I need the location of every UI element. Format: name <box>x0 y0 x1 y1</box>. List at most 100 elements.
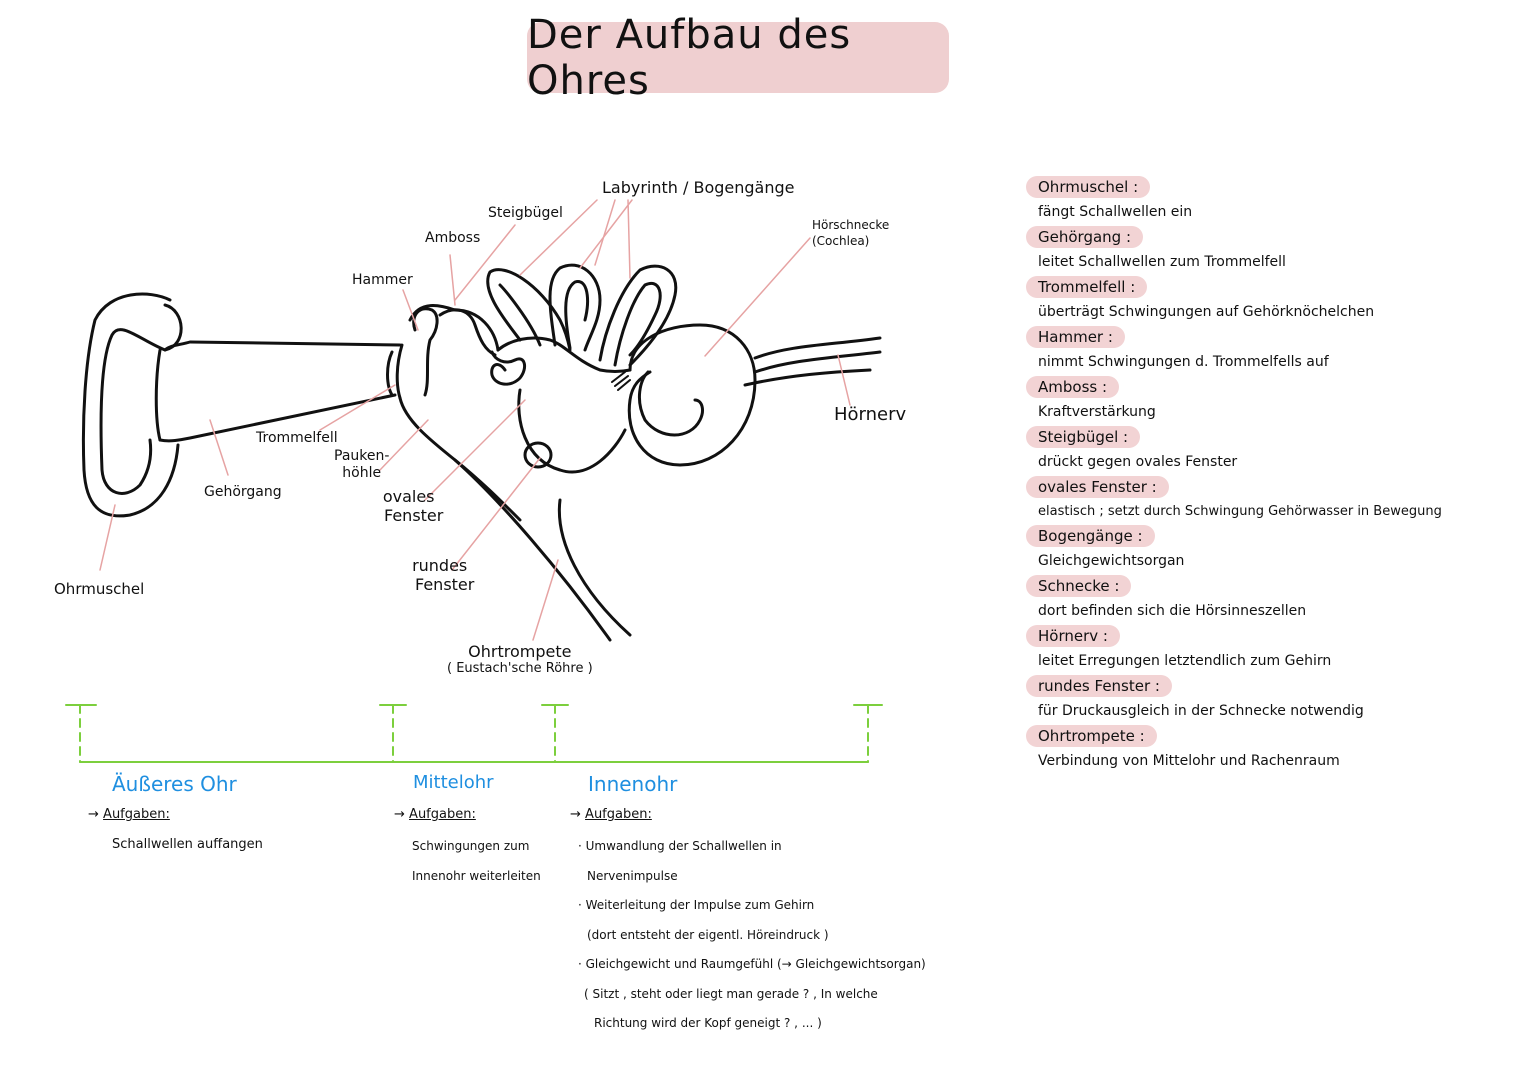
inner-line: · Gleichgewicht und Raumgefühl (→ Gleich… <box>578 957 926 971</box>
glossary-item: rundes Fenster : für Druckausgleich in d… <box>1026 675 1506 719</box>
label-ovales-line2: Fenster <box>384 506 444 526</box>
section-middle-title: Mittelohr <box>413 772 494 793</box>
section-outer-title: Äußeres Ohr <box>112 772 237 796</box>
stirrup-bone <box>490 350 527 386</box>
label-amboss: Amboss <box>425 230 481 246</box>
glossary-term: Amboss : <box>1026 376 1120 398</box>
pinna-inner <box>99 303 183 495</box>
section-inner-title: Innenohr <box>588 772 678 796</box>
label-rundes-line2: Fenster <box>415 575 475 595</box>
inner-line: Richtung wird der Kopf geneigt ? , ... ) <box>594 1016 822 1030</box>
glossary-item: Amboss : Kraftverstärkung <box>1026 376 1506 420</box>
leader-lines <box>99 199 851 641</box>
tasks-label: Aufgaben: <box>585 807 652 822</box>
glossary-item: Steigbügel : drückt gegen ovales Fenster <box>1026 426 1506 470</box>
round-window <box>523 441 553 469</box>
outer-line: Schallwellen auffangen <box>112 837 263 852</box>
glossary-item: Schnecke : dort befinden sich die Hörsin… <box>1026 575 1506 619</box>
label-rundes-fenster: rundes Fenster <box>405 556 474 594</box>
glossary-definition: nimmt Schwingungen d. Trommelfells auf <box>1038 354 1329 370</box>
label-trommelfell: Trommelfell <box>256 430 338 446</box>
label-ohrmuschel: Ohrmuschel <box>54 580 145 598</box>
glossary-term: Steigbügel : <box>1026 426 1141 448</box>
inner-line: · Umwandlung der Schallwellen in <box>578 839 782 853</box>
label-paukenhoehle-line2: höhle <box>342 464 382 481</box>
middle-line: Innenohr weiterleiten <box>412 869 541 883</box>
label-ovales-fenster: ovales Fenster <box>374 487 444 526</box>
section-inner-body: · Umwandlung der Schallwellen in Nerveni… <box>578 832 926 1039</box>
canal-1 <box>486 268 572 352</box>
glossary-term: rundes Fenster : <box>1026 675 1172 697</box>
middle-ear-wall <box>408 304 500 352</box>
glossary-term: Hörnerv : <box>1026 625 1120 647</box>
glossary-term: Gehörgang : <box>1026 226 1144 248</box>
glossary-definition: Kraftverstärkung <box>1038 404 1156 420</box>
auditory-nerve-mid <box>753 350 882 374</box>
glossary-definition: Gleichgewichtsorgan <box>1038 553 1185 569</box>
middle-line: Schwingungen zum <box>412 839 530 853</box>
cochlea-hairs <box>611 371 631 391</box>
eustachian-tube-1 <box>453 458 612 642</box>
inner-line: Nervenimpulse <box>587 868 678 883</box>
label-ohrtrompete-line2: ( Eustach'sche Röhre ) <box>447 661 593 677</box>
cochlea-spiral <box>637 370 704 437</box>
glossary-term: ovales Fenster : <box>1026 476 1169 498</box>
glossary-item: ovales Fenster : elastisch ; setzt durch… <box>1026 476 1506 519</box>
label-paukenhoehle: Pauken- höhle <box>334 448 389 482</box>
inner-line: (dort entsteht der eigentl. Höreindruck … <box>587 927 829 942</box>
glossary-item: Hammer : nimmt Schwingungen d. Trommelfe… <box>1026 326 1506 370</box>
auditory-nerve-bottom <box>743 368 872 387</box>
glossary-definition: für Druckausgleich in der Schnecke notwe… <box>1038 703 1364 719</box>
section-middle-body: Schwingungen zum Innenohr weiterleiten <box>412 831 541 891</box>
section-bracket <box>65 704 883 763</box>
eardrum-2 <box>395 343 404 400</box>
auditory-nerve-top <box>753 336 882 360</box>
canal-3 <box>598 264 678 367</box>
glossary-item: Ohrmuschel : fängt Schallwellen ein <box>1026 176 1506 220</box>
glossary-item: Hörnerv : leitet Erregungen letztendlich… <box>1026 625 1506 669</box>
canal-2 <box>548 263 602 352</box>
glossary-term: Trommelfell : <box>1026 276 1148 298</box>
label-gehoergang: Gehörgang <box>204 484 282 500</box>
anvil-bone <box>438 308 497 357</box>
tasks-label: Aufgaben: <box>103 807 170 822</box>
section-middle-tasks: → Aufgaben: <box>394 807 476 822</box>
label-steigbuegel: Steigbügel <box>488 205 563 221</box>
canal-3-inner <box>613 281 662 367</box>
glossary-definition: fängt Schallwellen ein <box>1038 204 1193 220</box>
section-inner-tasks: → Aufgaben: <box>570 807 652 822</box>
glossary-item: Trommelfell : überträgt Schwingungen auf… <box>1026 276 1506 320</box>
inner-line: ( Sitzt , steht oder liegt man gerade ? … <box>584 986 878 1001</box>
arrow-icon: → <box>88 807 99 822</box>
eardrum <box>386 350 394 397</box>
title-banner: Der Aufbau des Ohres <box>527 12 949 104</box>
glossary-definition: überträgt Schwingungen auf Gehörknöchelc… <box>1038 304 1375 320</box>
canal-2-inner <box>564 280 589 350</box>
inner-line: · Weiterleitung der Impulse zum Gehirn <box>578 898 815 912</box>
label-paukenhoehle-line1: Pauken- <box>334 448 390 464</box>
pinna-outline <box>81 292 180 518</box>
cochlea-outer <box>627 323 757 467</box>
glossary-term: Hammer : <box>1026 326 1125 348</box>
label-hammer: Hammer <box>352 272 413 288</box>
glossary-definition: leitet Erregungen letztendlich zum Gehir… <box>1038 653 1332 669</box>
label-rundes-line1: rundes <box>412 556 468 575</box>
glossary: Ohrmuschel : fängt Schallwellen ein Gehö… <box>1026 176 1506 775</box>
glossary-definition: Verbindung von Mittelohr und Rachenraum <box>1038 753 1340 769</box>
ear-canal-bottom <box>158 393 397 443</box>
glossary-item: Ohrtrompete : Verbindung von Mittelohr u… <box>1026 725 1506 769</box>
arrow-icon: → <box>570 807 581 822</box>
canal-entrance <box>154 348 162 442</box>
vestibule-lower <box>517 388 627 474</box>
glossary-definition: elastisch ; setzt durch Schwingung Gehör… <box>1038 504 1442 519</box>
glossary-term: Schnecke : <box>1026 575 1132 597</box>
section-outer-body: Schallwellen auffangen <box>112 830 263 860</box>
glossary-item: Bogengänge : Gleichgewichtsorgan <box>1026 525 1506 569</box>
label-ovales-line1: ovales <box>382 487 435 506</box>
label-hoerschnecke: Hörschnecke <box>812 218 890 232</box>
eustachian-tube-2 <box>557 498 632 637</box>
tasks-label: Aufgaben: <box>409 807 476 822</box>
glossary-term: Ohrtrompete : <box>1026 725 1157 747</box>
section-outer-tasks: → Aufgaben: <box>88 807 170 822</box>
